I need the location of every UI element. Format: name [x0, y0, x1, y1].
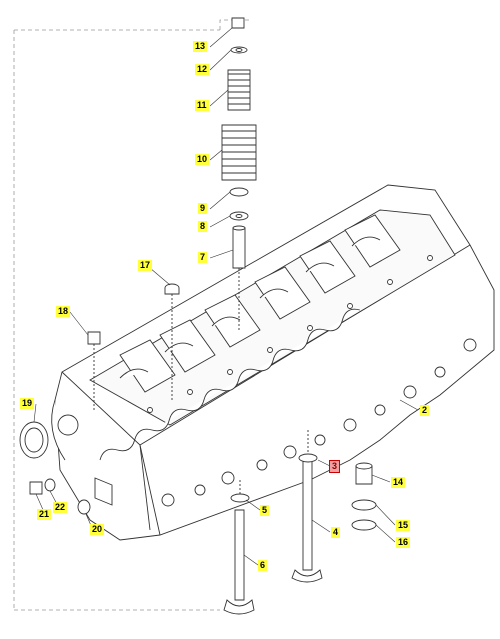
- callout-16[interactable]: 16: [396, 537, 411, 548]
- callout-13[interactable]: 13: [193, 41, 208, 52]
- callout-21[interactable]: 21: [37, 509, 52, 520]
- callout-6[interactable]: 6: [258, 560, 268, 571]
- callout-12[interactable]: 12: [195, 64, 210, 75]
- callout-20[interactable]: 20: [90, 524, 105, 535]
- callout-3[interactable]: 3: [328, 460, 341, 473]
- callout-22[interactable]: 22: [53, 502, 68, 513]
- callout-11[interactable]: 11: [195, 100, 209, 111]
- tappet-parts: [351, 462, 377, 531]
- cylinder-head-block: [51, 184, 495, 541]
- callout-17[interactable]: 17: [138, 260, 153, 271]
- valves: [223, 430, 323, 615]
- callout-18[interactable]: 18: [56, 306, 71, 317]
- plug-parts: [19, 283, 180, 515]
- callout-19[interactable]: 19: [20, 398, 35, 409]
- callout-4[interactable]: 4: [331, 527, 341, 538]
- callout-15[interactable]: 15: [396, 520, 411, 531]
- callout-7[interactable]: 7: [198, 252, 208, 263]
- callout-2[interactable]: 2: [420, 405, 430, 416]
- leader-lines: [33, 27, 419, 566]
- callout-8[interactable]: 8: [198, 221, 208, 232]
- valve-spring-stack: [221, 17, 257, 330]
- callout-14[interactable]: 14: [391, 477, 406, 488]
- callout-9[interactable]: 9: [198, 203, 208, 214]
- callout-10[interactable]: 10: [195, 154, 210, 165]
- callout-5[interactable]: 5: [260, 505, 270, 516]
